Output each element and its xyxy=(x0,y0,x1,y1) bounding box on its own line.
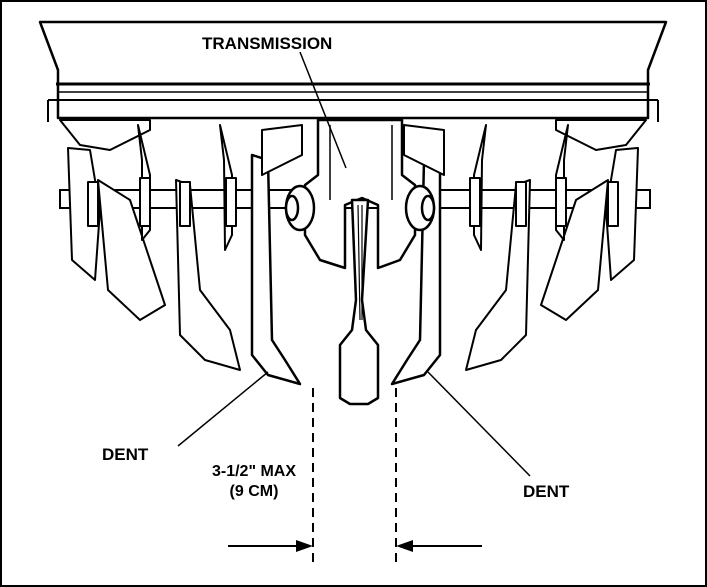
left-tines xyxy=(59,119,303,386)
arrow-head-right xyxy=(396,540,413,552)
dent-right-label: DENT xyxy=(523,482,570,501)
gap-dimension xyxy=(228,388,482,566)
dent-left-label: DENT xyxy=(102,445,149,464)
max-gap-label: 3-1/2" MAX xyxy=(212,463,296,480)
arrow-head-left xyxy=(296,540,313,552)
dent-right-leader xyxy=(427,371,531,477)
depth-bar xyxy=(338,198,380,406)
tiller-hood xyxy=(38,20,668,122)
leader-lines xyxy=(177,51,531,477)
transmission-housing xyxy=(284,118,436,270)
dent-left-leader xyxy=(177,371,269,447)
transmission-leader xyxy=(299,51,347,169)
transmission-label: TRANSMISSION xyxy=(202,34,332,53)
max-gap-metric-label: (9 CM) xyxy=(230,483,279,500)
